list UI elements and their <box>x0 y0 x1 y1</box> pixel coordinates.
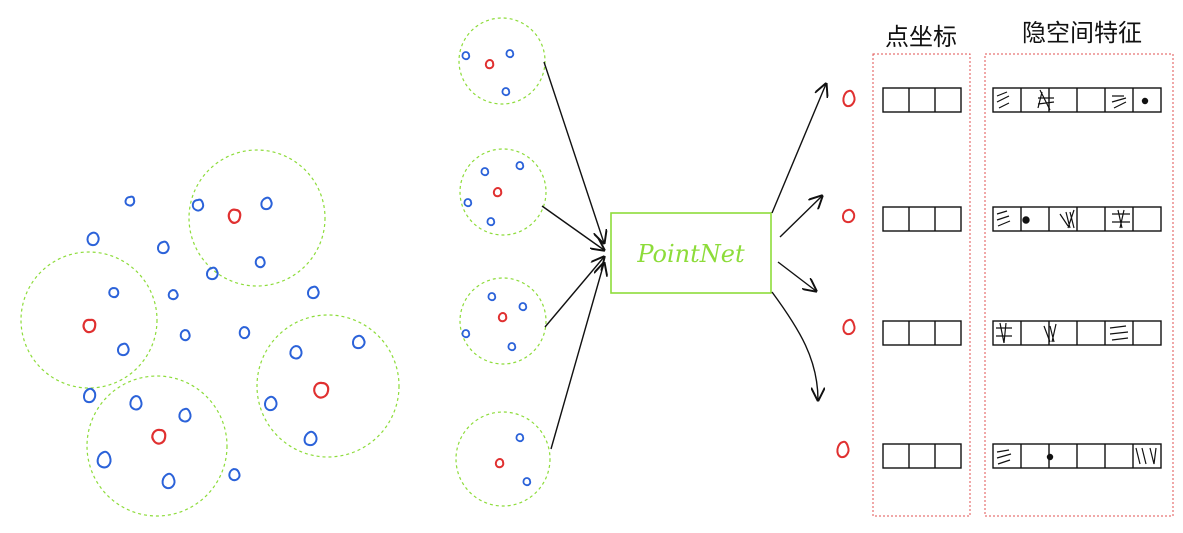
neighbor-point <box>206 266 219 281</box>
coordinates-column-frame <box>872 53 971 517</box>
neighbor-point <box>191 198 205 212</box>
arrow-icon <box>779 196 822 238</box>
neighbor-point <box>157 240 170 255</box>
point-cloud-section <box>20 149 400 517</box>
neighbor-point <box>86 231 100 247</box>
group-region-1 <box>458 17 546 105</box>
features-header: 隐空间特征 <box>1022 19 1142 47</box>
arrow-icon <box>541 205 604 250</box>
neighbor-point <box>108 287 120 299</box>
coordinates-header: 点坐标 <box>885 23 957 51</box>
output-arrows <box>771 84 826 400</box>
ball-region-2 <box>20 251 158 389</box>
group-region-2 <box>459 148 547 236</box>
coordinate-vector <box>882 443 962 469</box>
neighbor-point <box>117 342 130 357</box>
group-region-3 <box>459 277 547 365</box>
neighbor-point <box>83 387 97 404</box>
ball-region-1 <box>188 149 326 287</box>
center-point <box>227 208 242 224</box>
arrow-icon <box>550 263 604 450</box>
neighbor-point <box>260 196 273 211</box>
neighbor-point <box>167 289 179 301</box>
arrow-icon <box>771 84 826 214</box>
feature-vector <box>992 320 1162 346</box>
neighbor-point <box>289 345 303 360</box>
arrow-icon <box>543 61 604 243</box>
neighbor-point <box>307 285 320 300</box>
neighbor-point <box>124 195 136 207</box>
coordinate-vector <box>882 206 962 232</box>
neighbor-point <box>303 430 318 447</box>
neighbor-point <box>254 256 266 269</box>
features-column-frame <box>984 53 1174 517</box>
neighbor-point <box>178 407 192 423</box>
neighbor-point <box>228 468 241 482</box>
center-point <box>82 318 97 334</box>
arrow-icon <box>771 291 818 400</box>
centroid-point <box>842 318 856 336</box>
center-point <box>151 428 167 445</box>
coordinate-vector <box>882 320 962 346</box>
neighbor-point <box>96 450 112 469</box>
ball-region-4 <box>86 375 228 517</box>
input-arrows <box>541 61 604 450</box>
neighbor-point <box>352 334 366 350</box>
feature-vector <box>992 206 1162 232</box>
feature-vector <box>992 443 1162 469</box>
neighbor-point <box>264 395 278 412</box>
arrow-icon <box>777 261 816 291</box>
pointnet-label: PointNet <box>636 240 745 268</box>
centroid-point <box>842 89 856 108</box>
feature-vectors <box>992 87 1162 469</box>
grouped-regions <box>455 17 551 507</box>
group-region-4 <box>455 411 551 507</box>
center-point <box>313 381 330 399</box>
pointnet-block: PointNet <box>610 212 772 294</box>
neighbor-point <box>129 395 143 411</box>
centroid-point <box>842 208 856 224</box>
centroid-point <box>836 440 850 459</box>
feature-vector <box>992 87 1162 113</box>
output-centroids <box>836 89 856 459</box>
neighbor-point <box>161 472 176 490</box>
pointnet-box <box>610 212 772 294</box>
neighbor-point <box>179 329 191 342</box>
neighbor-point <box>238 326 251 340</box>
neighbor-points <box>83 195 366 490</box>
coordinate-vector <box>882 87 962 113</box>
ball-region-3 <box>256 314 400 458</box>
center-points <box>82 208 330 445</box>
coordinate-vectors <box>882 87 962 469</box>
